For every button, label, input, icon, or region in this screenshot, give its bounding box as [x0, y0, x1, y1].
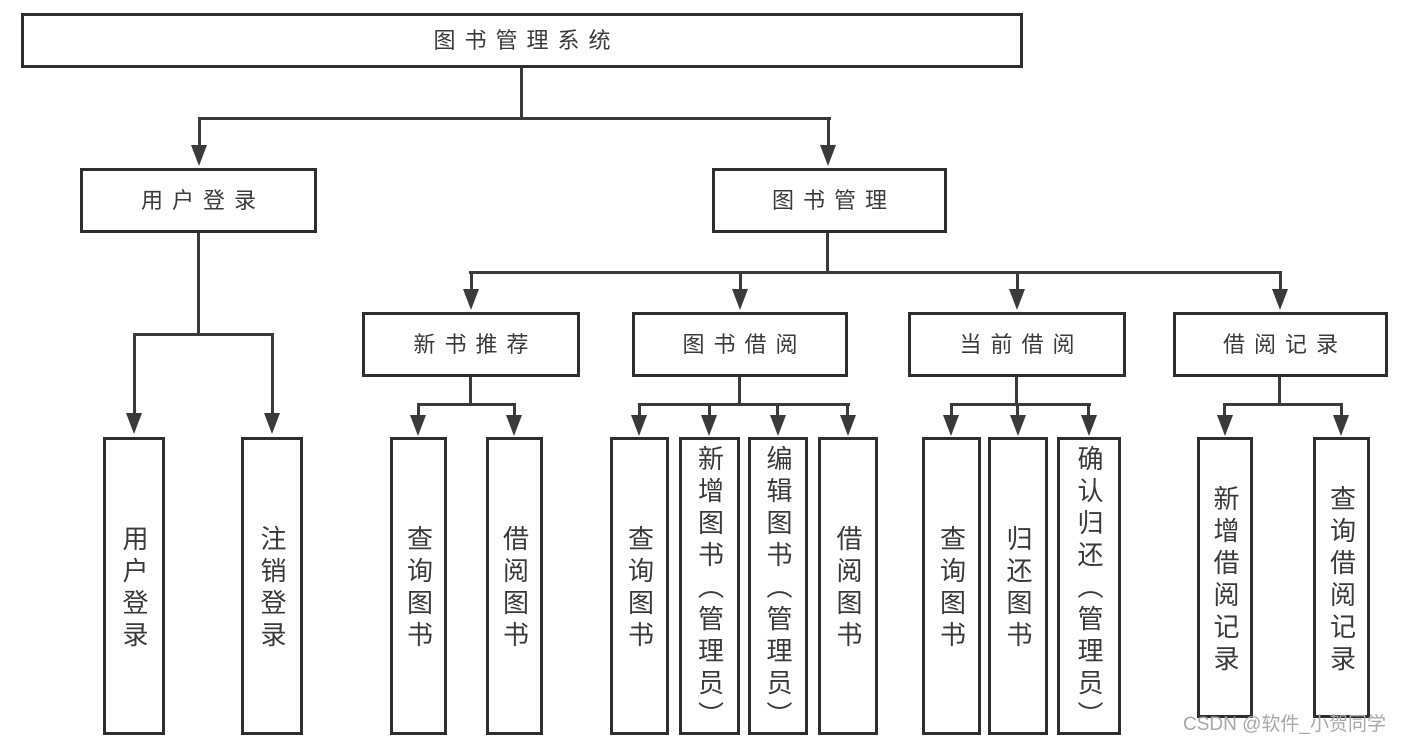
current-borrow-stem-line [1015, 377, 1018, 405]
borrow-records-branch-line [1223, 403, 1343, 406]
leaf-cb-confirm-return-admin: 确认归还（管理员） [1057, 437, 1121, 735]
leaf-cb-return-books: 归还图书 [988, 437, 1048, 735]
leaf-label: 编辑图书（管理员） [763, 445, 793, 733]
down-arrow-icon [820, 145, 836, 166]
arrow-shaft [950, 403, 953, 417]
arrow-shaft [776, 403, 779, 417]
user-login-branch-line [133, 333, 274, 336]
arrow-shaft-user-login [198, 117, 201, 147]
node-label: 当前借阅 [959, 331, 1084, 357]
new-book-recommend-branch-line [417, 403, 516, 406]
leaf-label: 新增借阅记录 [1210, 484, 1240, 677]
leaf-label: 归还图书 [1003, 525, 1033, 653]
root-stem-line [520, 68, 523, 118]
down-arrow-icon [1081, 415, 1097, 436]
book-borrow-stem-line [738, 377, 741, 405]
borrow-records-stem-line [1278, 377, 1281, 405]
arrow-shaft-new-book-recommend [470, 271, 473, 291]
down-arrow-icon [463, 289, 479, 310]
current-borrow-branch-line [950, 403, 1091, 406]
leaf-label: 用户登录 [119, 525, 149, 653]
node-label: 用户登录 [140, 187, 265, 213]
down-arrow-icon [1333, 415, 1349, 436]
leaf-user-login: 用户登录 [103, 437, 165, 735]
arrow-shaft-leaf-logout [271, 333, 274, 414]
leaf-logout: 注销登录 [241, 437, 303, 735]
node-label: 图书借阅 [682, 331, 807, 357]
leaf-bb-borrow-books: 借阅图书 [818, 437, 878, 735]
arrow-shaft-borrow-records [1279, 271, 1282, 291]
leaf-bb-query-books: 查询图书 [610, 437, 669, 735]
arrow-shaft [513, 403, 516, 417]
arrow-shaft [708, 403, 711, 417]
down-arrow-icon [506, 415, 522, 436]
arrow-shaft [1016, 403, 1019, 417]
book-borrow-branch-line [638, 403, 850, 406]
leaf-label: 新增图书（管理员） [694, 445, 725, 733]
down-arrow-icon [191, 145, 207, 166]
leaf-br-query-record: 查询借阅记录 [1313, 437, 1370, 718]
down-arrow-icon [732, 289, 748, 310]
down-arrow-icon [943, 415, 959, 436]
node-borrow-records: 借阅记录 [1173, 312, 1388, 377]
arrow-shaft-book-borrow [739, 271, 742, 291]
node-label: 借阅记录 [1222, 331, 1347, 357]
down-arrow-icon [631, 415, 647, 436]
arrow-shaft-book-management [827, 117, 830, 147]
down-arrow-icon [1010, 415, 1026, 436]
leaf-br-add-record: 新增借阅记录 [1197, 437, 1253, 718]
leaf-bb-edit-book-admin: 编辑图书（管理员） [748, 437, 808, 735]
user-login-stem-line [197, 233, 200, 336]
node-label: 新书推荐 [413, 331, 538, 357]
down-arrow-icon [126, 413, 142, 434]
watermark: CSDN @软件_小贺同学 [1183, 714, 1386, 735]
node-book-borrow: 图书借阅 [632, 312, 848, 377]
down-arrow-icon [770, 415, 786, 436]
leaf-cb-query-books: 查询图书 [922, 437, 981, 735]
arrow-shaft [638, 403, 641, 417]
down-arrow-icon [1272, 289, 1288, 310]
down-arrow-icon [1217, 415, 1233, 436]
leaf-label: 注销登录 [257, 525, 287, 653]
node-book-management: 图书管理 [712, 168, 947, 233]
node-library-management-system: 图书管理系统 [21, 13, 1023, 68]
book-management-branch-line [469, 271, 1281, 274]
node-label: 图书管理 [771, 187, 896, 213]
leaf-label: 查询图书 [403, 525, 434, 653]
leaf-label: 确认归还（管理员） [1074, 445, 1104, 733]
leaf-label: 查询图书 [936, 525, 967, 653]
node-label: 图书管理系统 [433, 27, 620, 53]
new-book-recommend-stem-line [469, 377, 472, 405]
leaf-label: 借阅图书 [833, 525, 863, 653]
arrow-shaft [1087, 403, 1090, 417]
leaf-nb-borrow-books: 借阅图书 [486, 437, 543, 735]
root-branch-line [198, 117, 831, 120]
leaf-label: 查询借阅记录 [1326, 484, 1357, 677]
down-arrow-icon [701, 415, 717, 436]
node-user-login: 用户登录 [80, 168, 317, 233]
arrow-shaft [846, 403, 849, 417]
leaf-label: 借阅图书 [499, 525, 530, 653]
arrow-shaft-current-borrow [1016, 271, 1019, 291]
book-management-stem-line [826, 233, 829, 273]
leaf-label: 查询图书 [624, 525, 655, 653]
node-new-book-recommend: 新书推荐 [362, 312, 580, 377]
arrow-shaft [417, 403, 420, 417]
down-arrow-icon [264, 413, 280, 434]
leaf-bb-add-book-admin: 新增图书（管理员） [679, 437, 740, 735]
arrow-shaft [1223, 403, 1226, 417]
node-current-borrow: 当前借阅 [908, 312, 1126, 377]
down-arrow-icon [410, 415, 426, 436]
down-arrow-icon [840, 415, 856, 436]
arrow-shaft [1340, 403, 1343, 417]
down-arrow-icon [1009, 289, 1025, 310]
arrow-shaft-leaf-user-login [133, 333, 136, 414]
leaf-nb-query-books: 查询图书 [390, 437, 447, 735]
